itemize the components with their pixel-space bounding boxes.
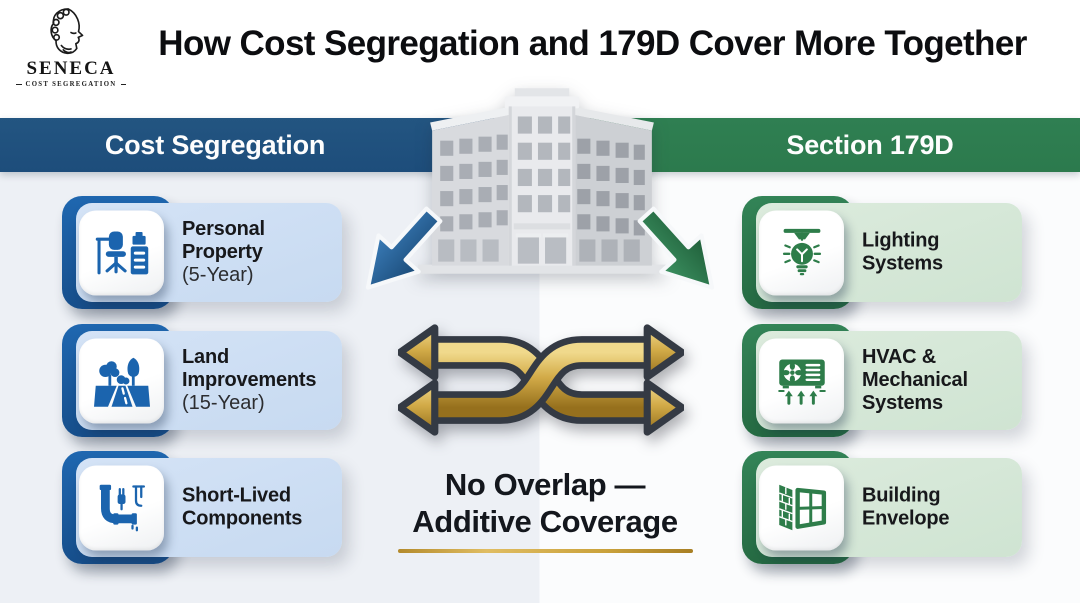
card-title: Land Improvements [182, 345, 317, 391]
seneca-logo: SENECA COST SEGREGATION [16, 6, 126, 88]
plumbing-electrical-icon [79, 465, 164, 550]
card-hvac-mechanical: HVAC & Mechanical Systems [742, 324, 1022, 437]
caption-line-2: Additive Coverage [412, 504, 678, 540]
office-building-illustration [416, 86, 668, 278]
office-desk-chair-icon [79, 210, 164, 295]
card-title: Short-Lived Components [182, 484, 303, 530]
card-lighting-systems: Lighting Systems [742, 196, 1022, 309]
crossing-arrows-icon [396, 311, 686, 449]
page-title: How Cost Segregation and 179D Cover More… [158, 24, 1027, 63]
section-179d-header-label: Section 179D [786, 129, 954, 160]
brand-name: SENECA [26, 58, 116, 79]
tagline-rule-left [16, 84, 22, 85]
card-title: HVAC & Mechanical Systems [862, 345, 968, 415]
hvac-unit-icon [759, 338, 844, 423]
tagline-rule-right [120, 84, 126, 85]
brand-tagline: COST SEGREGATION [16, 81, 126, 88]
cost-segregation-flow-arrow [330, 181, 471, 323]
card-title: Lighting Systems [862, 229, 943, 275]
brick-wall-window-icon [759, 465, 844, 550]
card-building-envelope: Building Envelope [742, 451, 1022, 564]
card-land-improvements: Land Improvements (15-Year) [62, 324, 342, 437]
card-short-lived-components: Short-Lived Components [62, 451, 342, 564]
section-179d-flow-arrow [610, 181, 751, 323]
cost-segregation-header-label: Cost Segregation [104, 129, 326, 160]
caption-line-1: No Overlap — [444, 467, 646, 502]
card-title: Personal Property [182, 217, 265, 263]
card-subtitle: (5-Year) [182, 264, 254, 287]
card-personal-property: Personal Property (5-Year) [62, 196, 342, 309]
card-subtitle: (15-Year) [182, 392, 265, 415]
gold-underline [398, 549, 693, 553]
no-overlap-caption: No Overlap — Additive Coverage [365, 466, 725, 540]
trees-road-icon [79, 338, 164, 423]
seneca-bust-icon [16, 6, 126, 60]
card-title: Building Envelope [862, 484, 950, 530]
lightbulb-icon [759, 210, 844, 295]
